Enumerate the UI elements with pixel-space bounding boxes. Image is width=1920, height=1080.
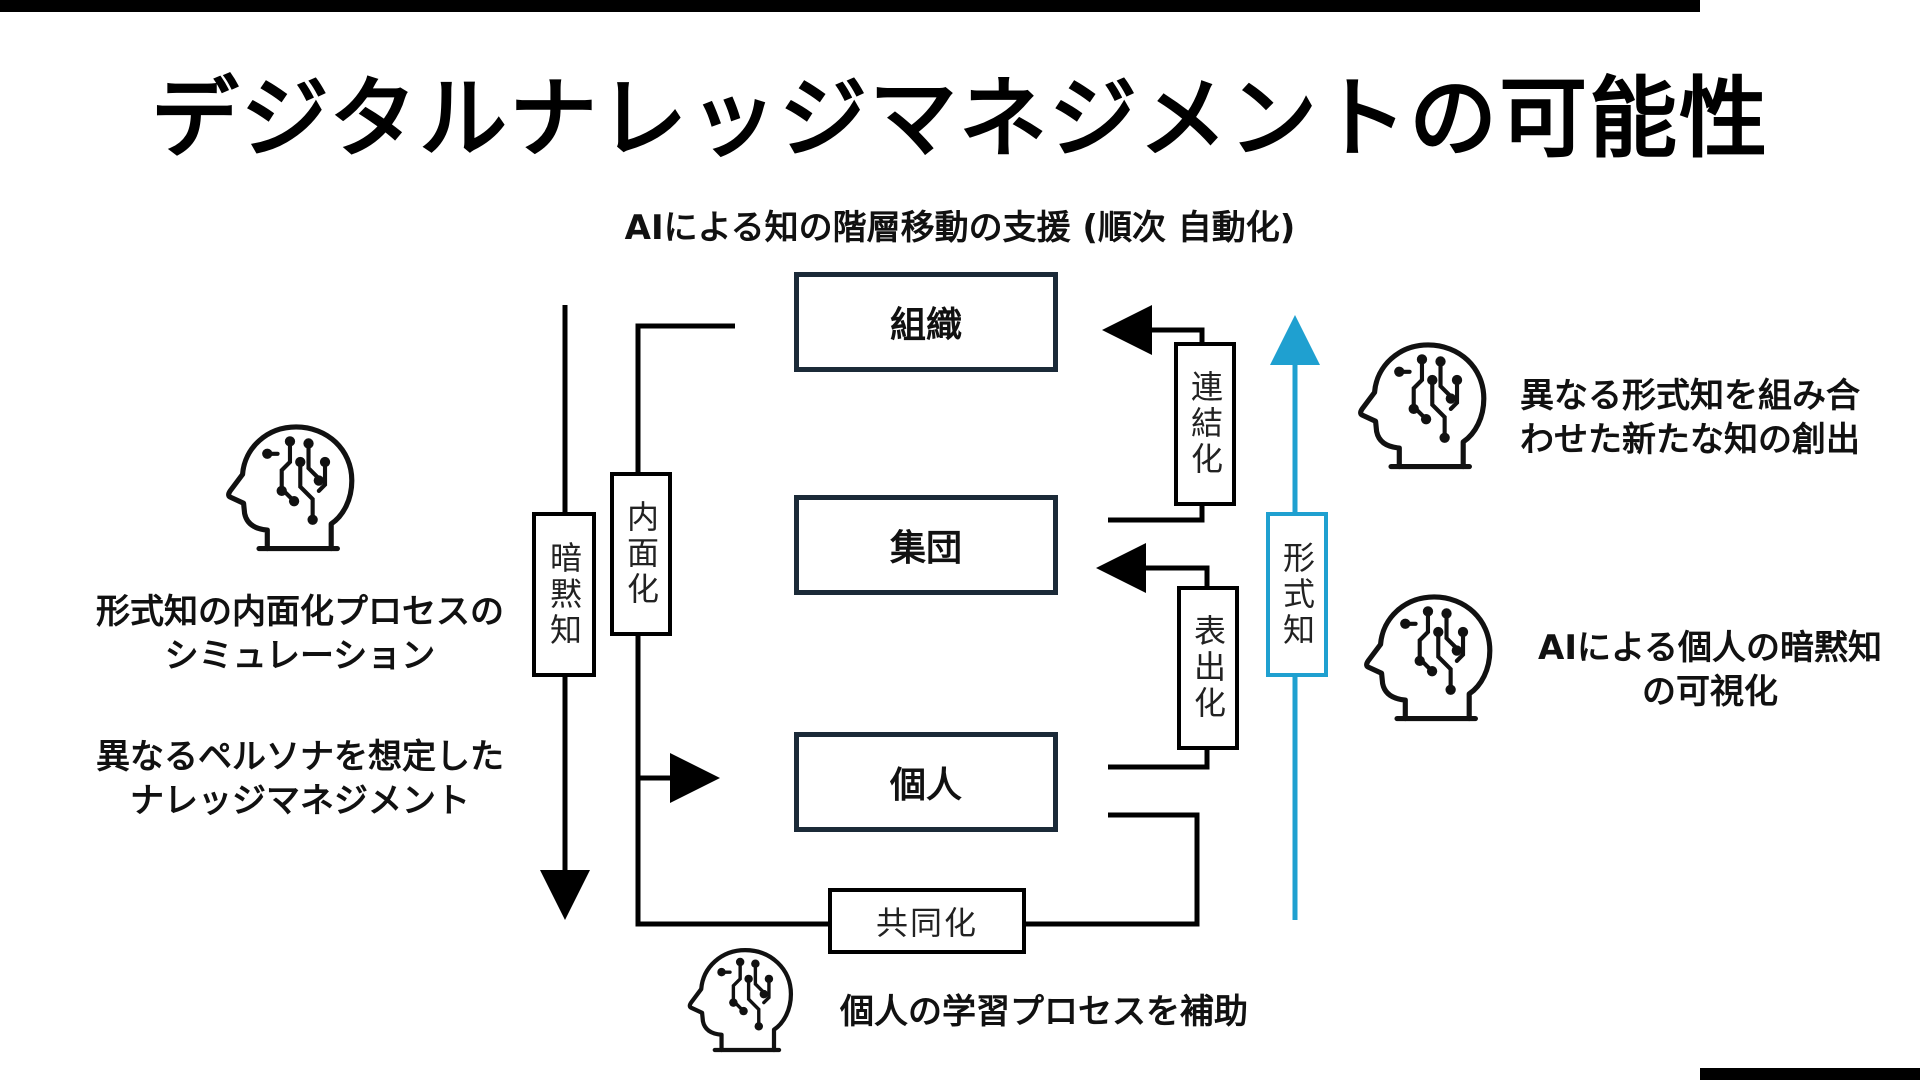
tacit-knowledge-label: 暗黙知 xyxy=(532,512,596,677)
combine-caption-line1: 異なる形式知を組み合 xyxy=(1520,376,1860,416)
visualize-caption: AIによる個人の暗黙知 の可視化 xyxy=(1520,626,1900,714)
ai-head-icon-right-bottom xyxy=(1362,590,1496,740)
top-accent-bar xyxy=(0,0,1700,12)
group-box: 集団 xyxy=(794,495,1058,595)
combination-label: 連結化 xyxy=(1174,342,1236,506)
socialization-bracket xyxy=(1025,812,1200,927)
individual-box: 個人 xyxy=(794,732,1058,832)
combine-caption-line2: わせた新たな知の創出 xyxy=(1520,420,1860,460)
visualize-caption-line1: AIによる個人の暗黙知 xyxy=(1538,628,1882,668)
page-title: デジタルナレッジマネジメントの可能性 xyxy=(150,67,1770,170)
simulation-caption-line2: シミュレーション xyxy=(164,636,436,676)
externalization-label: 表出化 xyxy=(1177,586,1239,750)
visualize-caption-line2: の可視化 xyxy=(1642,672,1778,712)
ai-head-icon-left xyxy=(224,420,358,570)
explicit-knowledge-label: 形式知 xyxy=(1266,512,1328,677)
organization-box: 組織 xyxy=(794,272,1058,372)
simulation-caption-line1: 形式知の内面化プロセスの xyxy=(96,592,504,632)
diagram-subtitle: AIによる知の階層移動の支援 (順次 自動化) xyxy=(624,208,1296,248)
persona-caption-line2: ナレッジマネジメント xyxy=(130,781,470,821)
socialization-label: 共同化 xyxy=(828,888,1026,954)
combine-caption: 異なる形式知を組み合 わせた新たな知の創出 xyxy=(1520,374,1860,462)
ai-head-icon-right-top xyxy=(1356,338,1490,488)
internalization-label: 内面化 xyxy=(610,472,672,636)
persona-caption: 異なるペルソナを想定した ナレッジマネジメント xyxy=(80,735,520,823)
simulation-caption: 形式知の内面化プロセスの シミュレーション xyxy=(80,590,520,678)
ai-head-icon-bottom xyxy=(686,944,796,1068)
persona-caption-line1: 異なるペルソナを想定した xyxy=(96,737,504,777)
learning-support-caption: 個人の学習プロセスを補助 xyxy=(840,992,1248,1032)
bottom-accent-bar xyxy=(1700,1068,1920,1080)
